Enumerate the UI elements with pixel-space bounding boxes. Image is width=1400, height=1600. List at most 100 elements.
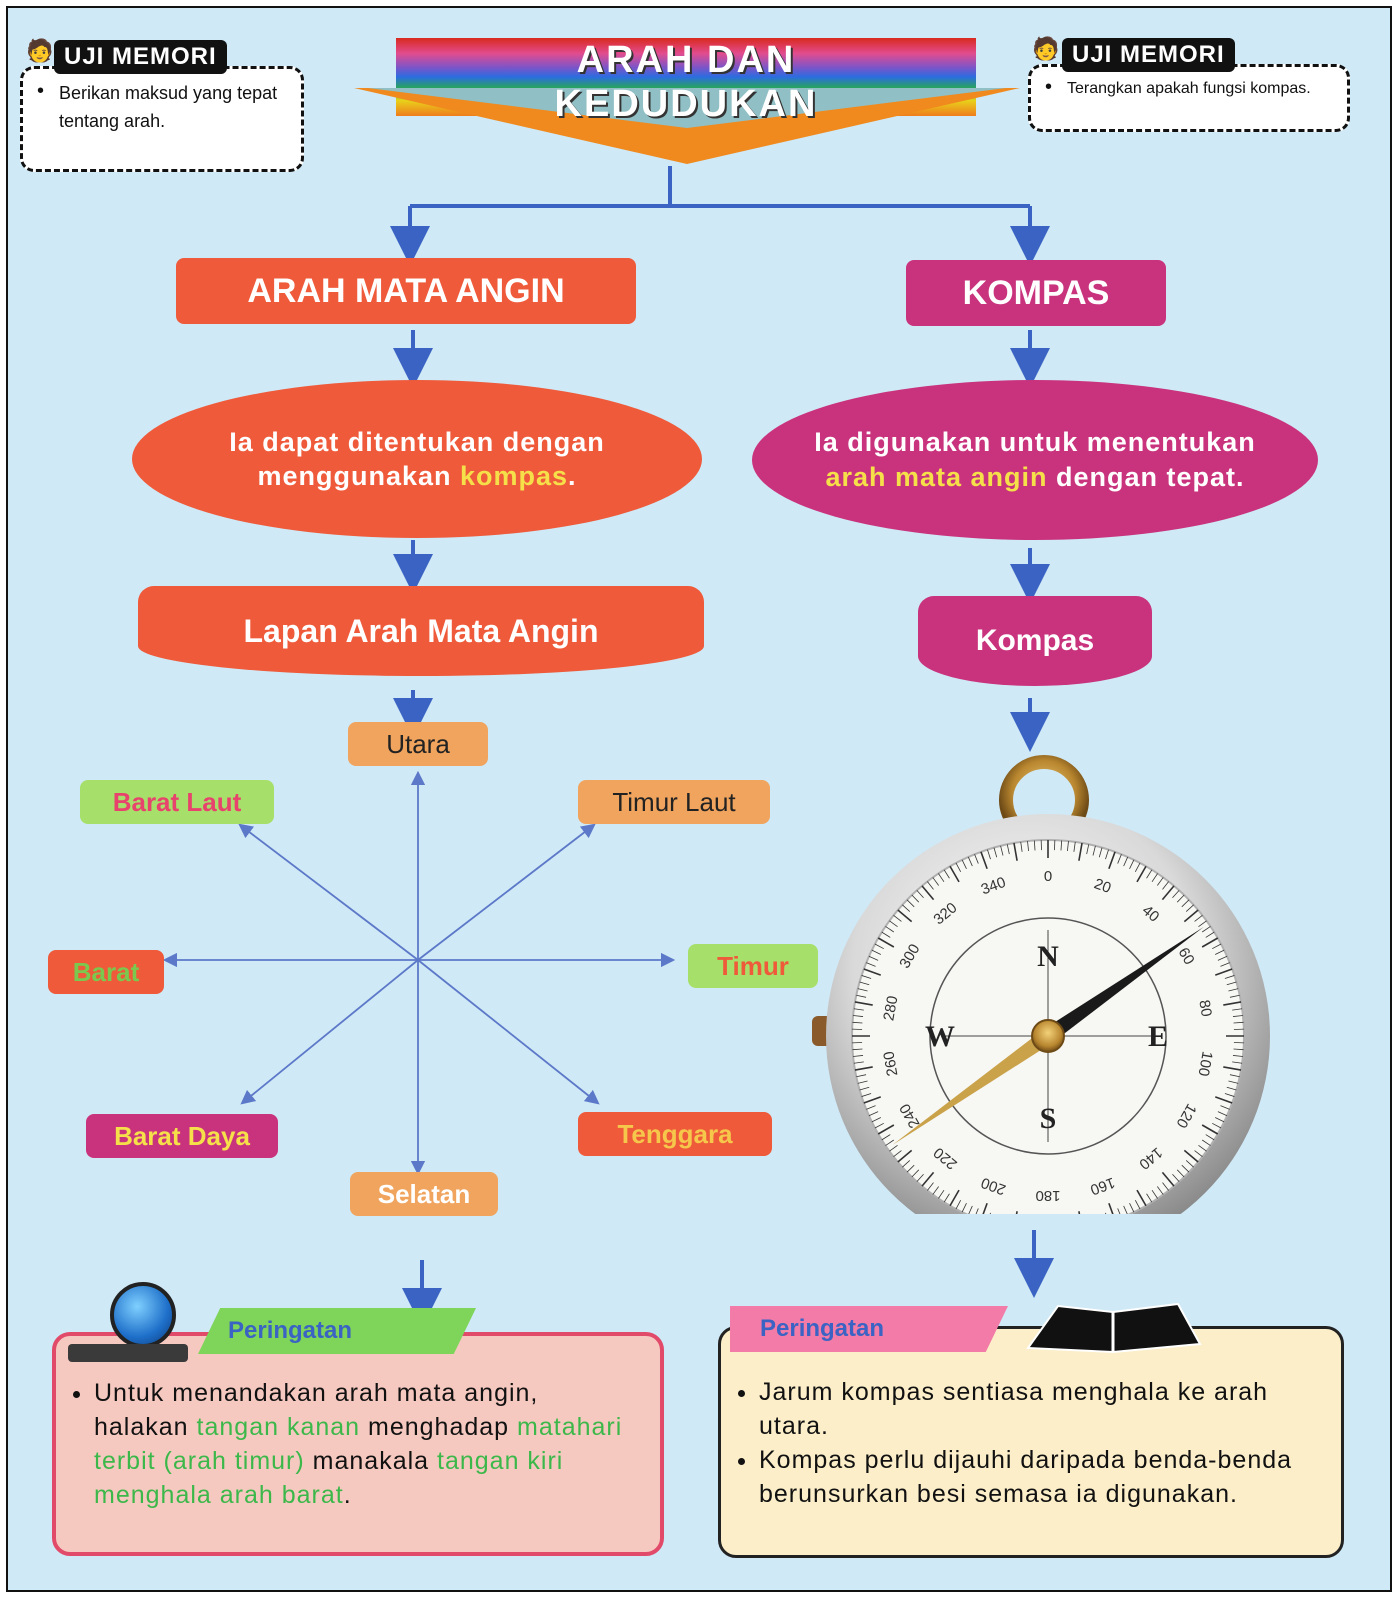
memo-right-box: Terangkan apakah fungsi kompas. [1028, 64, 1350, 132]
compass-tick [874, 943, 884, 950]
compass-degree-label: 0 [1044, 868, 1052, 885]
compass-tick [854, 1066, 873, 1071]
compass-tick [916, 890, 924, 899]
compass-tick [885, 1139, 895, 1146]
title-pointer-shade [368, 88, 1006, 128]
compass-tick [1183, 909, 1199, 923]
compass-tick [889, 920, 898, 927]
compass-cardinal-s: S [1040, 1102, 1057, 1135]
note-right-item-2: Kompas perlu dijauhi daripada benda-bend… [759, 1443, 1319, 1511]
book-icon [1026, 1302, 1202, 1354]
compass-tick [955, 1200, 962, 1210]
compass-tick [853, 1061, 864, 1064]
note-left-text-2: menghadap [360, 1413, 518, 1441]
compass-tick [856, 1074, 867, 1078]
compass-tick [1201, 1139, 1211, 1146]
compass-tick [897, 1149, 913, 1163]
compass-tick [1108, 851, 1116, 870]
compass-tick [949, 865, 960, 883]
compass-tick [877, 937, 895, 948]
compass-tick [871, 1117, 881, 1123]
compass-tick [1201, 1124, 1219, 1135]
label-barat: Barat [48, 950, 164, 994]
label-tenggara: Tenggara [578, 1112, 772, 1156]
compass-tick [1205, 1134, 1215, 1141]
compass-tick [1161, 885, 1175, 901]
note-right-tag-text: Peringatan [760, 1315, 885, 1342]
memo-left-box: Berikan maksud yang tepat tentang arah. [20, 66, 304, 172]
compass-tick [893, 1150, 902, 1157]
compass-tick [955, 862, 962, 872]
title-line-1: ARAH DAN [576, 39, 796, 81]
memo-right-tag: UJI MEMORI [1062, 38, 1235, 72]
compass-tick [1151, 873, 1158, 883]
compass-tick [961, 1203, 967, 1213]
compass-tick [949, 1189, 960, 1207]
label-barat-text: Barat [72, 956, 140, 987]
compass-tick [1228, 988, 1239, 992]
compass-tick [1136, 865, 1147, 883]
compass-tick [1224, 1093, 1235, 1097]
compass-tick [911, 1169, 920, 1178]
direction-star [162, 770, 676, 1176]
compass-tick [868, 1111, 879, 1117]
compass-tick [1006, 844, 1010, 855]
note-left-text-3: manakala [304, 1447, 438, 1475]
compass-tick [1092, 845, 1096, 856]
compass-tick [1217, 1111, 1228, 1117]
compass-tick [1151, 1189, 1158, 1199]
compass-tick [1223, 1001, 1242, 1006]
compass-tick [1161, 1171, 1175, 1187]
label-utara-text: Utara [386, 728, 450, 759]
label-barat-daya: Barat Daya [86, 1114, 278, 1158]
heading-kompas-small-text: Kompas [975, 624, 1095, 657]
heading-arah-mata-angin-text: ARAH MATA ANGIN [247, 271, 565, 310]
note-right-list: Jarum kompas sentiasa menghala ke arah u… [721, 1329, 1341, 1511]
compass-tick [911, 894, 920, 903]
compass-tick [1214, 968, 1233, 976]
ray-southeast [417, 959, 600, 1105]
oval-left-highlight: kompas [459, 461, 569, 491]
compass-needle [892, 927, 1204, 1145]
compass-tick [1183, 1149, 1199, 1163]
note-left-green-1: tangan kanan [196, 1413, 361, 1441]
note-left-tag: Peringatan [198, 1308, 476, 1354]
compass-tick [1020, 841, 1023, 852]
page-title: ARAH DAN KEDUDUKAN [396, 38, 976, 126]
heading-kompas-small: Kompas [918, 596, 1152, 686]
compass-tick [1224, 975, 1235, 979]
note-left-item: Untuk menandakan arah mata angin, halaka… [94, 1376, 634, 1512]
compass-tick [1217, 955, 1228, 961]
compass-tick [1123, 856, 1129, 867]
compass-tick [916, 1173, 924, 1182]
compass-tick [1212, 1122, 1222, 1129]
label-tenggara-text: Tenggara [617, 1118, 733, 1149]
ray-southwest [240, 959, 419, 1105]
compass-tick [1201, 926, 1211, 933]
oval-right: Ia digunakan untuk menentukan arah mata … [752, 380, 1318, 540]
compass-tick [1232, 1061, 1243, 1064]
heading-lapan-arah-text: Lapan Arah Mata Angin [243, 612, 599, 649]
compass-tick [866, 962, 876, 967]
compass-tick [1073, 841, 1076, 852]
memo-left-tag: UJI MEMORI [54, 40, 227, 74]
compass-tick [1185, 1160, 1194, 1168]
compass-tick [1105, 849, 1109, 860]
oval-left-text-2: . [568, 461, 577, 491]
compass-tick [1157, 877, 1164, 886]
label-timur-laut: Timur Laut [578, 780, 770, 824]
label-timur-laut-text: Timur Laut [612, 786, 736, 817]
compass-tick [975, 1208, 979, 1214]
compass-tick [1162, 881, 1169, 890]
note-left-list: Untuk menandakan arah mata angin, halaka… [56, 1336, 660, 1512]
compass-tick [1129, 859, 1135, 869]
heading-lapan-arah: Lapan Arah Mata Angin [138, 586, 704, 676]
compass-tick [1226, 1086, 1237, 1091]
compass-tick [897, 909, 913, 923]
compass-tick [874, 1122, 884, 1129]
compass-tick [857, 1080, 868, 1084]
compass-tick [932, 1186, 939, 1195]
compass-tick [893, 915, 902, 922]
compass-tick [1233, 1048, 1244, 1051]
compass-tick [1117, 1208, 1121, 1214]
